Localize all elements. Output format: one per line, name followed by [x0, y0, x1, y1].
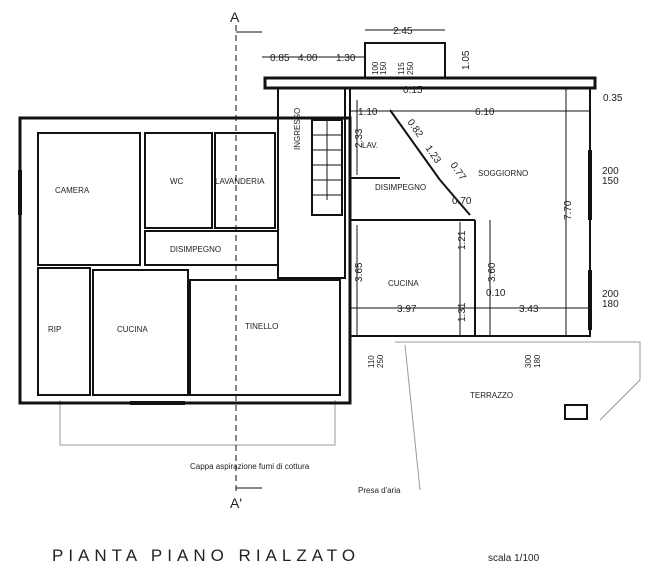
svg-text:250: 250 — [376, 354, 385, 368]
room-tinello — [189, 279, 341, 396]
room-wc — [144, 132, 213, 229]
svg-text:2.45: 2.45 — [393, 26, 413, 37]
left-block-outline — [18, 116, 352, 405]
plan-scale: scala 1/100 — [488, 553, 540, 564]
svg-text:3.97: 3.97 — [397, 304, 417, 315]
label-ingresso: INGRESSO — [293, 108, 302, 150]
svg-text:6.10: 6.10 — [475, 107, 495, 118]
label-lavanderia: LAVANDERIA — [215, 177, 265, 186]
svg-text:3.60: 3.60 — [487, 262, 498, 282]
svg-text:200: 200 — [602, 289, 619, 300]
room-lavanderia — [214, 132, 276, 229]
diagonal-wall-2 — [439, 179, 471, 216]
svg-text:180: 180 — [533, 354, 542, 368]
label-lav: LAV. — [362, 141, 378, 150]
svg-text:1.10: 1.10 — [358, 107, 378, 118]
svg-text:110: 110 — [367, 355, 376, 368]
room-camera — [37, 132, 141, 266]
room-rip — [37, 267, 91, 396]
top-wall — [263, 76, 597, 90]
plan-title: PIANTA PIANO RIALZATO — [52, 546, 360, 565]
note-presa: Presa d'aria — [358, 486, 401, 495]
label-disimpegno-right: DISIMPEGNO — [375, 183, 426, 192]
air-intake-line — [404, 344, 421, 491]
svg-text:1.30: 1.30 — [336, 53, 356, 64]
svg-text:180: 180 — [602, 299, 619, 310]
svg-text:7.70: 7.70 — [563, 200, 574, 220]
svg-text:250: 250 — [406, 61, 415, 75]
svg-text:300: 300 — [524, 354, 533, 368]
svg-text:0.15: 0.15 — [403, 85, 423, 96]
svg-text:150: 150 — [602, 176, 619, 187]
room-cucina — [92, 269, 189, 396]
diagonal-wall — [389, 109, 441, 181]
svg-text:1.31: 1.31 — [457, 302, 468, 322]
svg-text:0.10: 0.10 — [486, 288, 506, 299]
svg-text:0.85: 0.85 — [270, 53, 290, 64]
svg-text:0.70: 0.70 — [452, 196, 472, 207]
terrace-outline-right — [395, 341, 641, 421]
svg-text:150: 150 — [379, 61, 388, 75]
svg-text:200: 200 — [602, 166, 619, 177]
section-mark-bottom: A' — [230, 495, 242, 511]
label-soggiorno: SOGGIORNO — [478, 169, 528, 178]
planter — [564, 404, 588, 420]
label-camera: CAMERA — [55, 186, 90, 195]
note-cappa: Cappa aspirazione fumi di cottura — [190, 462, 310, 471]
svg-text:1.05: 1.05 — [461, 50, 472, 70]
svg-text:3.65: 3.65 — [354, 262, 365, 282]
label-cucina-left: CUCINA — [117, 325, 148, 334]
label-terrazzo: TERRAZZO — [470, 391, 513, 400]
svg-text:100: 100 — [371, 61, 380, 75]
stairs — [311, 119, 343, 216]
label-rip: RIP — [48, 325, 61, 334]
svg-text:0.35: 0.35 — [603, 93, 623, 104]
svg-text:0.77: 0.77 — [448, 160, 468, 183]
dimension-lines — [262, 29, 590, 336]
label-tinello: TINELLO — [245, 322, 278, 331]
section-mark-top: A — [230, 9, 240, 25]
label-wc: WC — [170, 177, 184, 186]
svg-text:115: 115 — [397, 62, 406, 75]
svg-text:2.33: 2.33 — [354, 128, 365, 148]
svg-text:4.00: 4.00 — [298, 53, 318, 64]
terrace-outline — [59, 400, 336, 446]
room-soggiorno-outline — [349, 87, 591, 337]
label-disimpegno-left: DISIMPEGNO — [170, 245, 221, 254]
balcony-box — [364, 42, 446, 79]
svg-text:1.23: 1.23 — [423, 143, 443, 166]
svg-text:1.21: 1.21 — [457, 230, 468, 250]
label-cucina-right: CUCINA — [388, 279, 419, 288]
svg-text:0.82: 0.82 — [405, 117, 425, 140]
svg-text:3.43: 3.43 — [519, 304, 539, 315]
